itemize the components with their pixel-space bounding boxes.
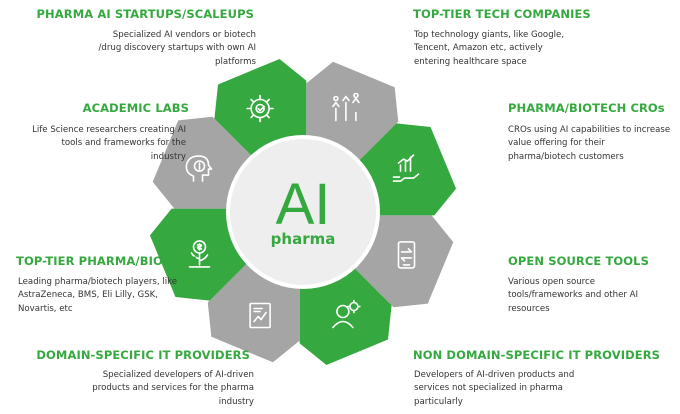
category-title-top-tier-tech: TOP-TIER TECH COMPANIES [413,7,591,21]
category-desc-pharma-ai-startups: Specialized AI vendors or biotech /drug … [98,29,256,69]
category-title-pharma-ai-startups: PHARMA AI STARTUPS/SCALEUPS [36,7,254,21]
category-title-top-tier-pharma: TOP-TIER PHARMA/BIOTECH [16,254,198,268]
desc-line: tools and frameworks for the [61,138,186,149]
desc-line: services not specialized in pharma [414,383,563,394]
center-title: AI [276,172,331,237]
desc-line: Tencent, Amazon etc, actively [414,43,543,54]
desc-line: Various open source [508,277,596,287]
center-circle [226,135,380,289]
desc-line: CROs using AI capabilities to increase [508,125,671,135]
money-plant-icon [188,240,211,268]
desc-line: Specialized developers of AI-driven [102,370,254,380]
desc-line: resources [508,303,550,314]
center-subtitle: pharma [271,230,336,248]
person-gear-icon [332,299,361,329]
desc-line: value offering for their [508,138,605,149]
category-desc-academic-labs: Life Science researchers creating AI too… [32,124,186,164]
desc-line: entering healthcare space [414,56,527,67]
head-dollar-icon [185,155,213,182]
growth-people-icon [332,92,360,122]
desc-line: tools/frameworks and other AI [508,290,639,301]
category-desc-domain-specific-it: Specialized developers of AI-driven prod… [92,369,254,409]
category-title-domain-specific-it: DOMAIN-SPECIFIC IT PROVIDERS [36,348,250,362]
desc-line: particularly [414,396,463,407]
desc-line: Specialized AI vendors or biotech [112,30,256,40]
desc-line: Top technology giants, like Google, [414,30,565,40]
desc-line: Leading pharma/biotech players, like [18,277,178,287]
category-desc-non-domain-it: Developers of AI-driven products and ser… [414,369,574,409]
category-desc-pharma-biotech-cros: CROs using AI capabilities to increase v… [508,124,670,164]
gear-check-icon [246,94,274,123]
desc-line: industry [150,151,186,162]
desc-line: Novartis, etc [18,303,73,314]
category-desc-top-tier-tech: Top technology giants, like Google, Tenc… [414,29,564,69]
category-desc-top-tier-pharma: Leading pharma/biotech players, like Ast… [18,276,177,316]
desc-line: pharma/biotech customers [508,151,624,162]
desc-line: AstraZeneca, BMS, Eli Lilly, GSK, [18,290,159,301]
desc-line: industry [218,396,254,407]
category-title-academic-labs: ACADEMIC LABS [82,101,189,115]
desc-line: Developers of AI-driven products and [414,370,575,380]
category-desc-open-source-tools: Various open source tools/frameworks and… [508,276,638,316]
category-title-non-domain-it: NON DOMAIN-SPECIFIC IT PROVIDERS [413,348,661,362]
desc-line: Life Science researchers creating AI [32,125,186,135]
phone-exchange-icon [397,241,416,269]
hand-chart-icon [392,154,420,182]
desc-line: products and services for the pharma [92,383,254,394]
desc-line: /drug discovery startups with own AI [98,43,256,54]
report-chart-icon [249,302,271,329]
category-title-pharma-biotech-cros: PHARMA/BIOTECH CROs [508,101,665,115]
desc-line: platforms [215,56,256,67]
category-title-open-source-tools: OPEN SOURCE TOOLS [508,254,649,268]
